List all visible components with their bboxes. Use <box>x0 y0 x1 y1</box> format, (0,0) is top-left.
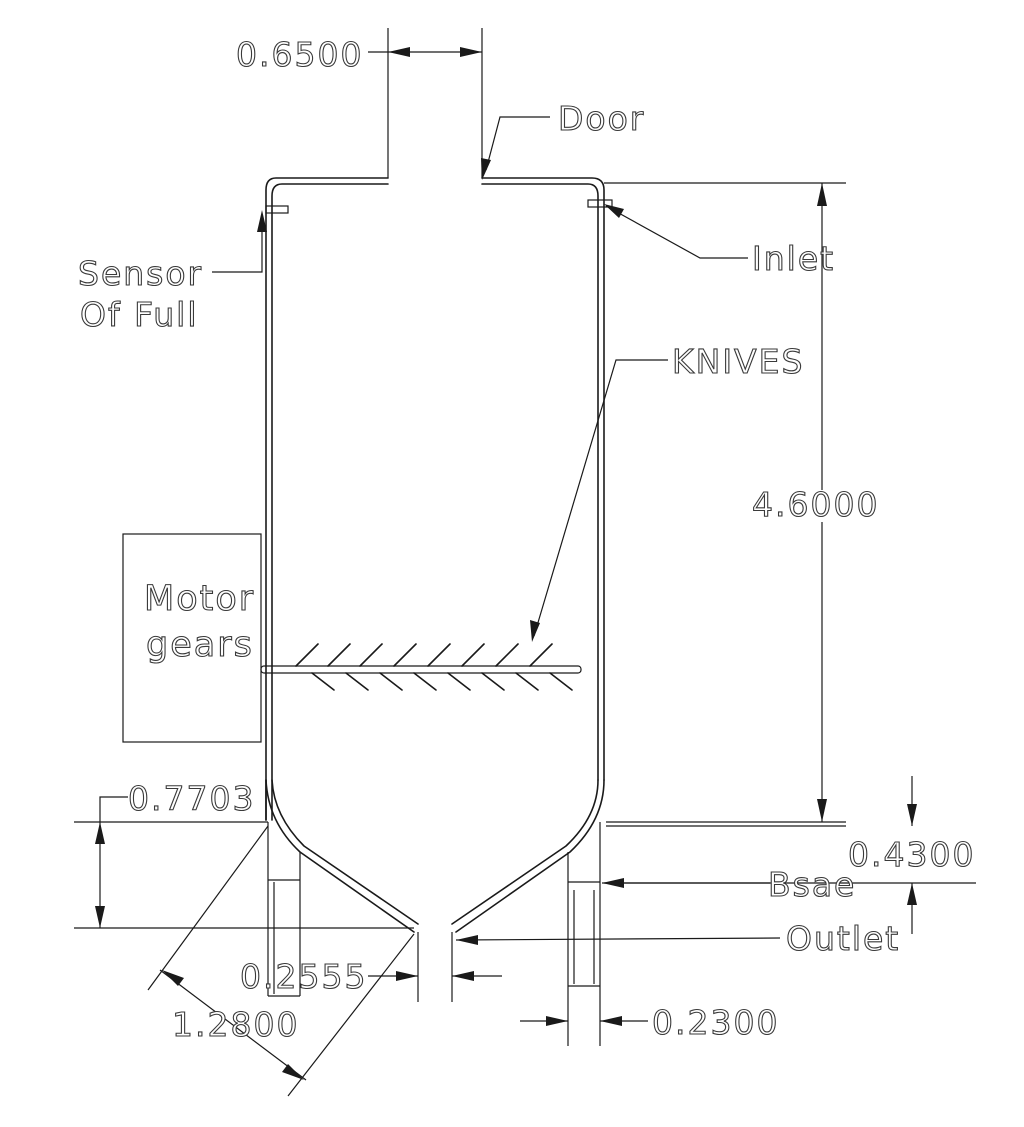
motor-gears-box <box>122 533 262 743</box>
dimension-label-leg-width: 0.2300 <box>652 1003 779 1042</box>
leader-inlet <box>604 204 748 259</box>
label-outlet: Outlet <box>786 919 900 958</box>
leader-knives <box>530 359 668 642</box>
label-sensor-line1: Sensor <box>78 254 203 293</box>
dimension-label-cone-height: 0.7703 <box>128 779 255 818</box>
leader-base <box>602 878 770 888</box>
dimension-base-height <box>604 776 976 934</box>
knife-blades <box>295 643 573 691</box>
dimension-body-height <box>604 182 846 823</box>
base-legs <box>267 822 601 1046</box>
label-sensor-line2: Of Full <box>80 295 199 334</box>
label-base: Bsae <box>768 865 856 904</box>
dimension-door-width <box>368 47 482 57</box>
dimension-label-outlet-width: 0.2555 <box>240 957 367 996</box>
dimension-label-body-height: 4.6000 <box>752 485 879 524</box>
leader-door <box>481 116 550 180</box>
leader-outlet <box>455 935 781 945</box>
dimension-label-base-height: 0.4300 <box>848 835 975 874</box>
dimension-label-door-width: 0.6500 <box>236 35 363 74</box>
sensor-of-full <box>265 205 289 214</box>
label-motor-line2: gears <box>146 625 254 665</box>
dimension-outlet-width <box>368 971 502 981</box>
dimension-cone-height <box>74 796 414 929</box>
outlet-opening <box>417 932 453 1002</box>
label-door: Door <box>558 99 645 138</box>
label-inlet: Inlet <box>752 239 835 278</box>
dimension-cone-length <box>147 825 415 1097</box>
knife-shaft <box>260 643 582 691</box>
hopper-body <box>265 177 605 933</box>
inlet-fitting <box>587 199 613 208</box>
label-motor-line1: Motor <box>144 579 255 619</box>
door-opening <box>387 28 483 178</box>
label-knives: KNIVES <box>672 342 804 381</box>
dimension-leg-width <box>520 1016 648 1026</box>
leader-sensor <box>212 210 267 273</box>
dimension-label-cone-length: 1.2800 <box>172 1005 299 1044</box>
